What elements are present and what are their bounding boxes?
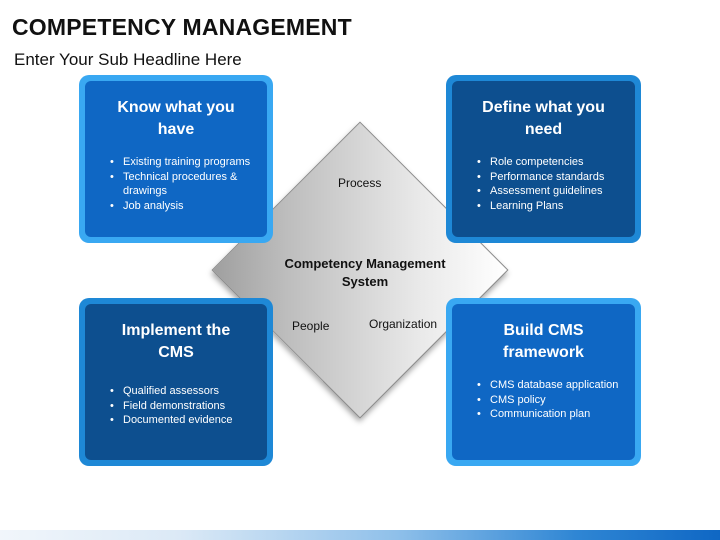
card-title: Build CMS framework [503, 322, 584, 361]
card-build-cms-framework: Build CMS framework CMS database applica… [446, 298, 641, 466]
list-item: Job analysis [110, 199, 255, 214]
list-item: Performance standards [477, 170, 623, 185]
card-list: Qualified assessors Field demonstrations… [97, 384, 255, 428]
list-item: Assessment guidelines [477, 184, 623, 199]
list-item: CMS policy [477, 393, 623, 408]
card-list: CMS database application CMS policy Comm… [464, 378, 623, 422]
list-item: Technical procedures & drawings [110, 170, 255, 199]
card-list: Existing training programs Technical pro… [97, 155, 255, 213]
card-list: Role competencies Performance standards … [464, 155, 623, 213]
list-item: Qualified assessors [110, 384, 255, 399]
list-item: Learning Plans [477, 199, 623, 214]
diamond-label-people: People [292, 319, 330, 333]
list-item: CMS database application [477, 378, 623, 393]
diamond-label-process: Process [338, 176, 382, 190]
card-body: Know what you have Existing training pro… [85, 81, 267, 237]
card-body: Build CMS framework CMS database applica… [452, 304, 635, 460]
list-item: Field demonstrations [110, 399, 255, 414]
card-body: Implement the CMS Qualified assessors Fi… [85, 304, 267, 460]
list-item: Role competencies [477, 155, 623, 170]
list-item: Existing training programs [110, 155, 255, 170]
page-subtitle: Enter Your Sub Headline Here [14, 50, 242, 69]
card-title: Know what you have [117, 99, 235, 138]
card-body: Define what you need Role competencies P… [452, 81, 635, 237]
card-title: Define what you need [482, 99, 605, 138]
list-item: Communication plan [477, 407, 623, 422]
list-item: Documented evidence [110, 413, 255, 428]
page-title: COMPETENCY MANAGEMENT [12, 14, 352, 40]
card-know-what-you-have: Know what you have Existing training pro… [79, 75, 273, 243]
card-title: Implement the CMS [121, 322, 231, 361]
diamond-label-organization: Organization [369, 317, 438, 331]
diamond-center-label: Competency Management System [284, 256, 446, 289]
card-define-what-you-need: Define what you need Role competencies P… [446, 75, 641, 243]
footer-gradient-bar [0, 530, 720, 540]
card-implement-the-cms: Implement the CMS Qualified assessors Fi… [79, 298, 273, 466]
